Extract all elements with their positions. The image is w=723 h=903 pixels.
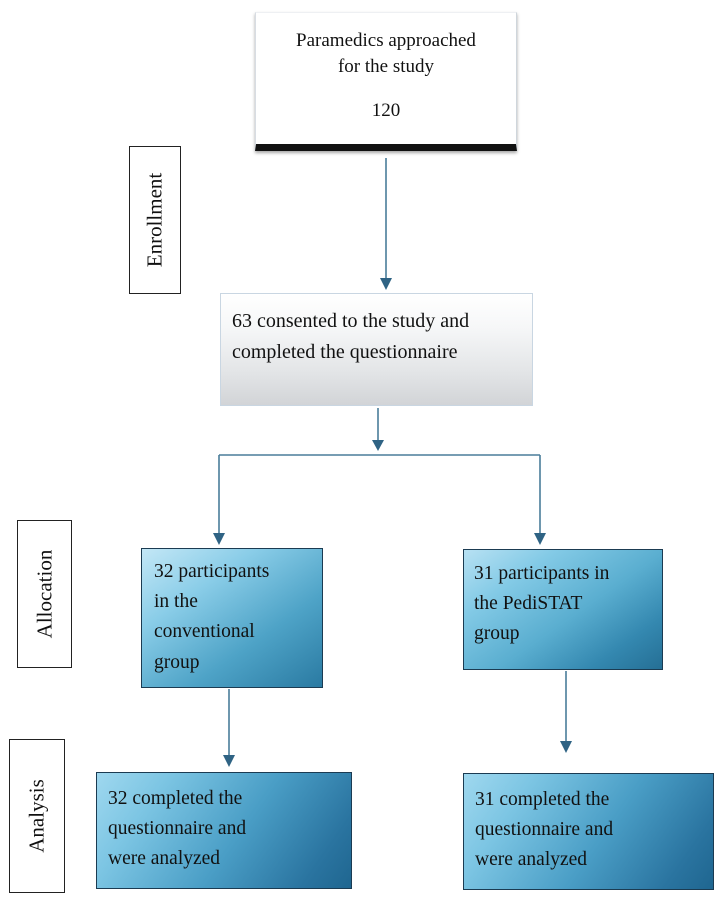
stage-label-enrollment: Enrollment bbox=[129, 146, 181, 294]
consented-box: 63 consented to the study and completed … bbox=[220, 293, 533, 406]
conventional-group-box: 32 participants in the conventional grou… bbox=[141, 548, 323, 688]
stage-analysis-text: Analysis bbox=[24, 779, 49, 853]
paramedics-approached-text: Paramedics approached for the study bbox=[296, 30, 476, 77]
stage-enrollment-text: Enrollment bbox=[142, 172, 167, 268]
pedistat-group-box: 31 participants in the PediSTAT group bbox=[463, 549, 663, 670]
paramedics-approached-count: 120 bbox=[371, 99, 401, 121]
arrowhead-analysis-right bbox=[560, 741, 572, 753]
stage-label-allocation: Allocation bbox=[17, 520, 72, 668]
arrowhead-pedistat bbox=[534, 533, 546, 545]
analysis-conventional-box: 32 completed the questionnaire and were … bbox=[96, 772, 352, 889]
stage-allocation-text: Allocation bbox=[32, 549, 56, 639]
stage-label-analysis: Analysis bbox=[9, 739, 65, 893]
paramedics-approached-box: Paramedics approached for the study 120 bbox=[255, 12, 517, 151]
arrowhead-consent bbox=[380, 278, 392, 290]
arrowhead-conventional bbox=[213, 533, 225, 545]
analysis-pedistat-box: 31 completed the questionnaire and were … bbox=[463, 773, 714, 890]
arrowhead-analysis-left bbox=[223, 755, 235, 767]
arrowhead-split bbox=[372, 440, 384, 451]
